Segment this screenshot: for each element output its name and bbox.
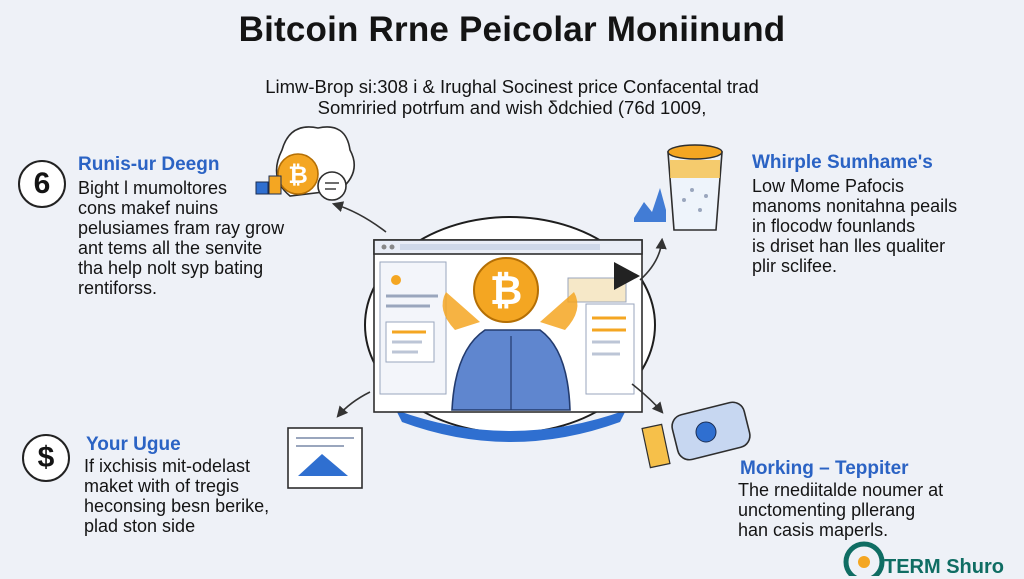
play-arrow-icon (614, 262, 640, 290)
section-line: han casis maperls. (738, 520, 889, 540)
subtitle-line-2: Somriried potrfum and wish δdchied (76d … (317, 97, 707, 118)
section-line: is driset han lles qualiter (752, 236, 946, 256)
section-line: heconsіng besn berike, (84, 496, 270, 516)
arrow-to-top-right (639, 237, 667, 281)
person-figure (442, 292, 578, 411)
subtitle: Limw-Brop ѕі:308 i & Irughal Socinest pr… (0, 76, 1024, 118)
central-oval-base (396, 410, 626, 442)
section-title-bottom-left: Your Ugue (86, 434, 181, 455)
glass-jar-icon (667, 144, 723, 231)
brand-logo-text: TERM Shuro (884, 556, 1004, 578)
section-line: in flocodw founlands (752, 216, 916, 236)
section-line: Bight l mumoltores (78, 178, 228, 198)
section-line: rentiforss. (78, 278, 158, 298)
svg-text:₿: ₿ (490, 269, 523, 313)
vr-headset-icon (641, 401, 751, 469)
section-title-bottom-right: Morking – Teppiter (740, 458, 909, 479)
section-line: Low Mome Pafocis (752, 176, 905, 196)
section-line: ant tems all the senvite (78, 238, 263, 258)
bar-chart-icon (255, 175, 282, 195)
section-line: cons makef nuins (78, 198, 219, 218)
step-badge: 6 (18, 160, 66, 208)
logo-mark-icon (843, 541, 885, 576)
arrow-to-bottom-right (631, 383, 664, 414)
svg-text:₿: ₿ (288, 162, 308, 189)
section-line: pelusiames fram ray grow (78, 218, 285, 238)
page-title: Bitcoin Rrne Peicolar Moniinund (238, 10, 786, 49)
section-line: maket with of tregis (84, 476, 240, 496)
section-line: manoms nonitahna peails (752, 196, 958, 216)
arrow-to-top-left (331, 201, 387, 233)
section-line: unctomenting pllerang (738, 500, 916, 520)
line-chart-mini (634, 188, 666, 222)
section-line: tha help nolt syp bating (78, 258, 264, 278)
section-title-top-right: Whirple Sumhame's (752, 152, 933, 173)
arrow-to-bottom-left (336, 391, 371, 418)
bitcoin-icon: ₿ (473, 257, 539, 323)
section-line: plad ston side (84, 516, 196, 536)
document-chart-icon (287, 427, 363, 489)
subtitle-line-1: Limw-Brop ѕі:308 i & Irughal Socinest pr… (265, 76, 759, 97)
section-title-top-left: Runis-ur Deegn (78, 154, 220, 175)
section-line: If ixchisis mit-odelast (84, 456, 251, 476)
section-line: The rnediitalde noumer at (738, 480, 944, 500)
speech-bubble-icon (317, 171, 347, 201)
dollar-badge-icon: $ (22, 434, 70, 482)
section-line: plir sclifee. (752, 256, 838, 276)
